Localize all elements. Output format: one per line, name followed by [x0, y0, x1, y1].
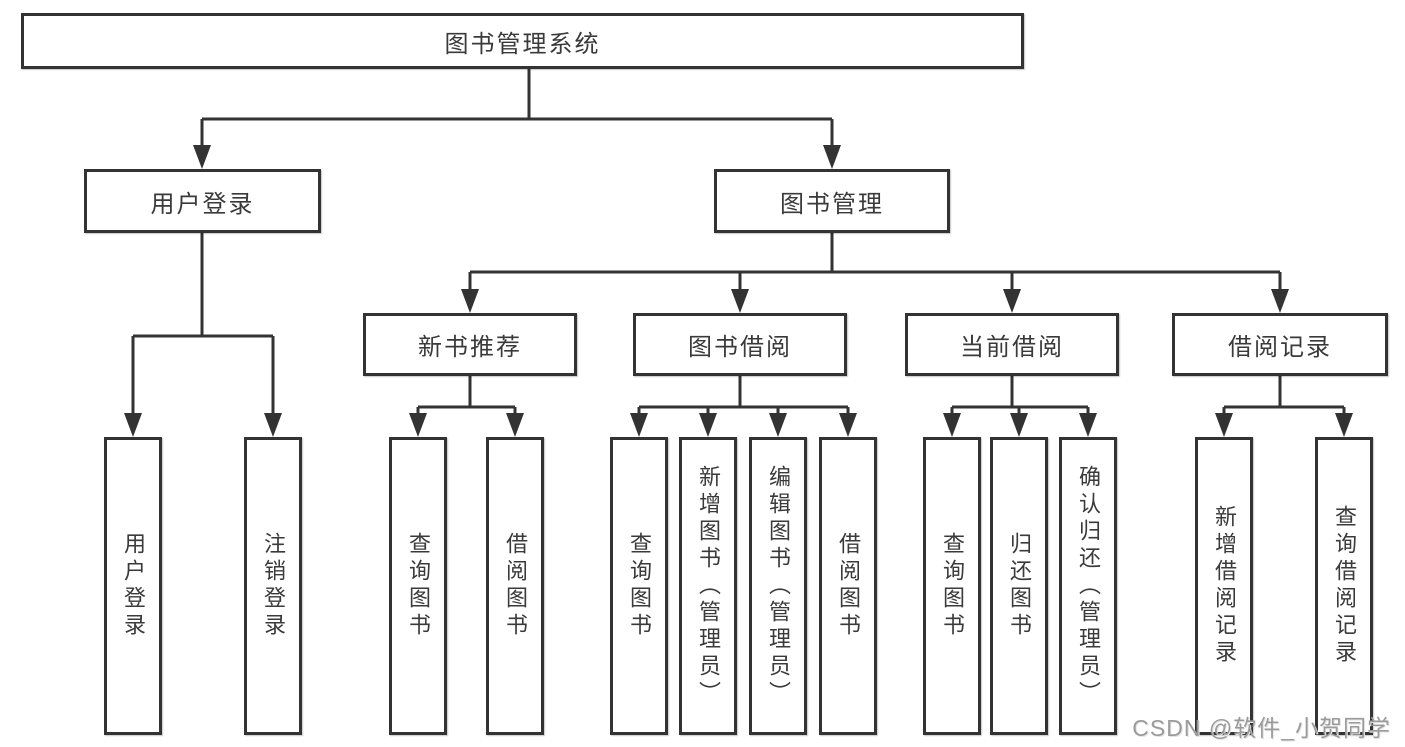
node-new-book-recommendation: 新书推荐	[363, 313, 577, 376]
leaf-return-books: 归还图书	[990, 437, 1048, 735]
leaf-query-books-current: 查询图书	[923, 437, 981, 735]
connector-book-borrow-branch	[630, 376, 857, 437]
leaf-add-books-admin: 新增图书（管理员）	[679, 437, 737, 735]
leaf-logout: 注销登录	[244, 437, 302, 735]
node-book-borrowing: 图书借阅	[633, 313, 847, 376]
node-label: 查询图书	[406, 532, 431, 640]
node-book-management: 图书管理	[714, 169, 950, 233]
node-label: 图书借阅	[688, 334, 792, 361]
node-library-management-system: 图书管理系统	[21, 13, 1024, 69]
node-label: 新增借阅记录	[1212, 505, 1237, 667]
node-label: 确认归还（管理员）	[1076, 464, 1101, 708]
node-label: 图书管理系统	[444, 30, 601, 58]
arrowhead-down-icon	[409, 413, 524, 437]
node-label: 新增图书（管理员）	[696, 464, 721, 708]
connector-line	[468, 233, 1282, 293]
node-label: 当前借阅	[960, 334, 1064, 361]
leaf-query-books-borrowing: 查询图书	[610, 437, 668, 735]
arrowhead-down-icon	[461, 289, 1289, 313]
node-label: 借阅图书	[836, 532, 861, 640]
node-label: 查询借阅记录	[1332, 505, 1357, 667]
node-label: 图书管理	[780, 190, 884, 218]
node-label: 借阅记录	[1228, 334, 1332, 361]
connector-borrow-records-branch	[1215, 376, 1353, 437]
connector-line	[416, 376, 517, 417]
connector-line	[131, 233, 275, 417]
connector-line	[637, 376, 850, 417]
arrowhead-down-icon	[630, 413, 857, 437]
connector-current-borrow-branch	[943, 376, 1097, 437]
node-label: 查询图书	[627, 532, 652, 640]
connector-line	[1222, 376, 1346, 417]
arrowhead-down-icon	[124, 413, 282, 437]
node-label: 归还图书	[1007, 532, 1032, 640]
arrowhead-down-icon	[193, 145, 841, 169]
leaf-edit-books-admin: 编辑图书（管理员）	[749, 437, 807, 735]
leaf-query-books-recommend: 查询图书	[389, 437, 447, 735]
node-label: 注销登录	[261, 532, 286, 640]
connector-book-management-branch	[461, 233, 1289, 313]
leaf-confirm-return-admin: 确认归还（管理员）	[1059, 437, 1117, 735]
node-label: 借阅图书	[503, 532, 528, 640]
leaf-borrow-books: 借阅图书	[819, 437, 877, 735]
connector-new-book-branch	[409, 376, 524, 437]
node-user-login: 用户登录	[84, 169, 321, 233]
leaf-borrow-books-recommend: 借阅图书	[486, 437, 544, 735]
csdn-watermark: CSDN @软件_小贺同学	[1132, 715, 1391, 741]
connector-root-to-level2	[193, 69, 841, 169]
node-label: 用户登录	[150, 190, 255, 218]
connector-line	[200, 69, 834, 149]
arrowhead-down-icon	[1215, 413, 1353, 437]
leaf-add-borrow-record: 新增借阅记录	[1195, 437, 1253, 735]
node-label: 用户登录	[121, 532, 146, 640]
node-borrowing-records: 借阅记录	[1172, 313, 1388, 376]
connector-user-login-branch	[124, 233, 282, 437]
node-current-borrowing: 当前借阅	[905, 313, 1119, 376]
node-label: 查询图书	[940, 532, 965, 640]
leaf-query-borrow-record: 查询借阅记录	[1315, 437, 1373, 735]
connector-line	[950, 376, 1090, 417]
leaf-user-login: 用户登录	[104, 437, 162, 735]
node-label: 编辑图书（管理员）	[766, 464, 791, 708]
node-label: 新书推荐	[418, 334, 522, 361]
arrowhead-down-icon	[943, 413, 1097, 437]
